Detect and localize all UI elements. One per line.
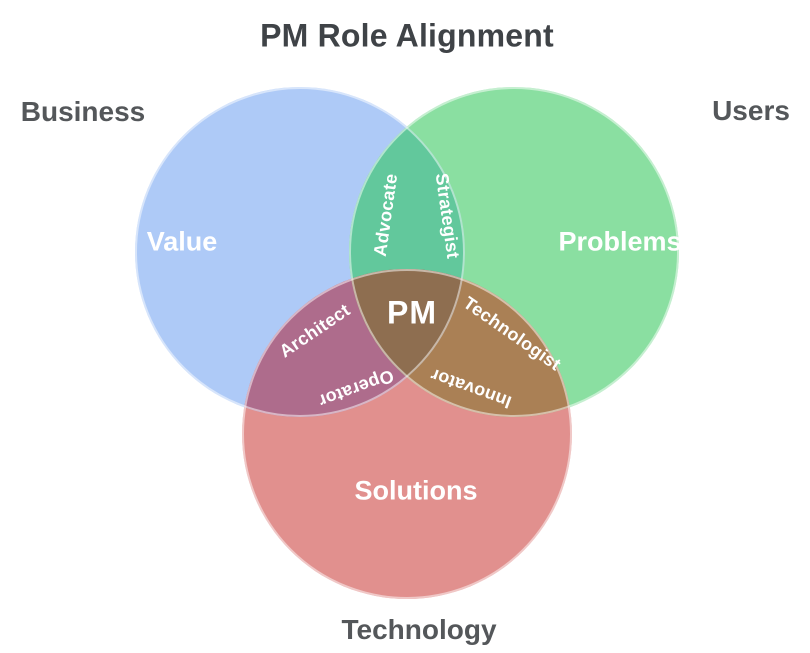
- users-technology-overlap-region: [349, 269, 572, 417]
- region-label-problems: Problems: [558, 226, 682, 257]
- business-technology-overlap-region: [242, 269, 465, 417]
- circle-label-business: Business: [20, 96, 146, 127]
- center-label-pm: PM: [387, 294, 437, 331]
- circle-label-users: Users: [712, 95, 790, 126]
- page-title: PM Role Alignment: [260, 17, 554, 54]
- overlap-outlines: [135, 87, 679, 599]
- circle-label-technology: Technology: [341, 614, 497, 645]
- region-label-value: Value: [146, 226, 218, 257]
- region-label-solutions: Solutions: [354, 475, 478, 506]
